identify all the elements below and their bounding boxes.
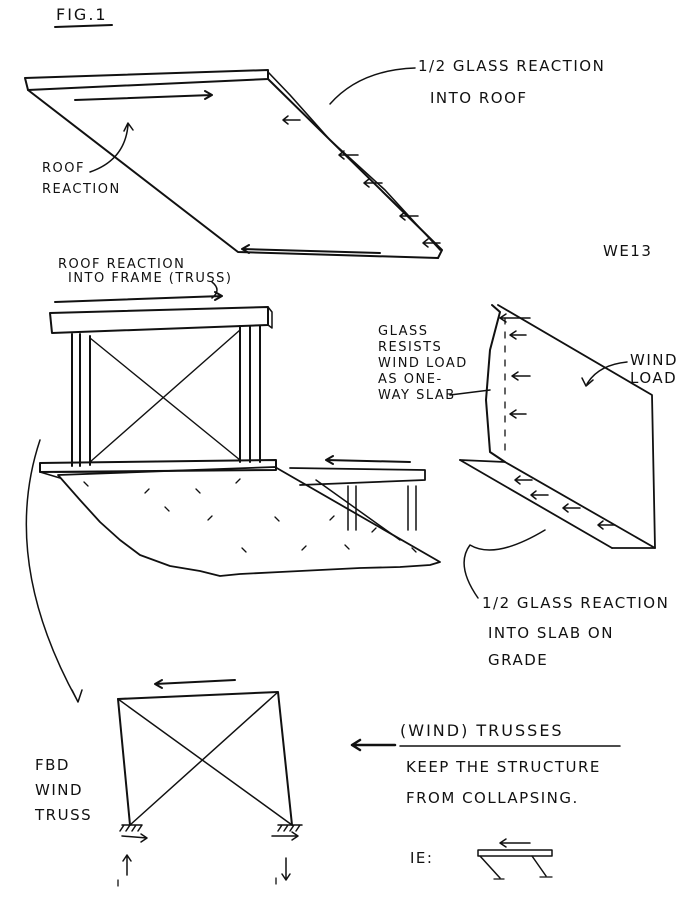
slab-reaction-line2: INTO SLAB ON — [488, 624, 614, 642]
glass-reaction-leader — [329, 67, 416, 105]
roof-reaction-arrow-top — [74, 90, 213, 101]
truss-frame — [39, 281, 277, 479]
note-ie: IE: — [410, 849, 434, 867]
slab-reaction-arrows — [514, 475, 616, 530]
wind-arrows — [499, 313, 531, 419]
figure-id-code: WE13 — [603, 242, 653, 260]
glass-wall — [449, 304, 656, 599]
wind-load-leader — [581, 361, 628, 387]
note-heading: (WIND) TRUSSES — [400, 721, 564, 740]
roof-reaction-line2: REACTION — [42, 182, 121, 197]
frame-reaction-arrow — [54, 291, 223, 303]
roof-diaphragm — [24, 67, 443, 259]
slab-arrow — [325, 455, 411, 465]
glass-resists-line5: WAY SLAB — [378, 388, 456, 403]
glass-reaction-arrows — [282, 115, 441, 248]
glass-reaction-roof-line2: INTO ROOF — [430, 89, 528, 107]
fig-label-underline — [54, 24, 113, 28]
roof-reaction-leader — [89, 122, 134, 173]
glass-resists-line2: RESISTS — [378, 340, 443, 355]
fbd-label-line3: TRUSS — [35, 806, 93, 824]
glass-resists-line4: AS ONE- — [378, 372, 443, 387]
slab-reaction-leader — [463, 529, 546, 599]
slab-reaction-line1: 1/2 GLASS REACTION — [482, 594, 670, 612]
slab-reaction-line3: GRADE — [488, 651, 549, 669]
roof-into-frame-line2: INTO FRAME (TRUSS) — [68, 271, 233, 286]
glass-resists-line3: WIND LOAD — [378, 356, 468, 371]
figure-label: FIG.1 — [56, 5, 108, 24]
glass-reaction-roof-line1: 1/2 GLASS REACTION — [418, 57, 606, 75]
note-line1: KEEP THE STRUCTURE — [406, 758, 601, 776]
fbd-label-line2: WIND — [35, 781, 84, 799]
slab-on-grade — [57, 455, 441, 577]
fbd-load-arrow — [154, 679, 236, 689]
roof-reaction-arrow-bottom — [241, 244, 381, 254]
note-line2: FROM COLLAPSING. — [406, 789, 579, 807]
roof-into-frame-line1: ROOF REACTION — [58, 257, 186, 272]
wind-load-line2: LOAD — [630, 369, 677, 387]
fbd-label-line1: FBD — [35, 756, 70, 774]
glass-resists-line1: GLASS — [378, 324, 429, 339]
note-arrow — [350, 738, 621, 752]
fbd-leader — [25, 439, 83, 703]
fbd-truss — [117, 679, 303, 887]
glass-resists-leader — [449, 389, 491, 396]
wind-load-line1: WIND — [630, 351, 677, 369]
ie-mini-diagram — [477, 838, 553, 880]
roof-reaction-line1: ROOF — [42, 161, 85, 176]
